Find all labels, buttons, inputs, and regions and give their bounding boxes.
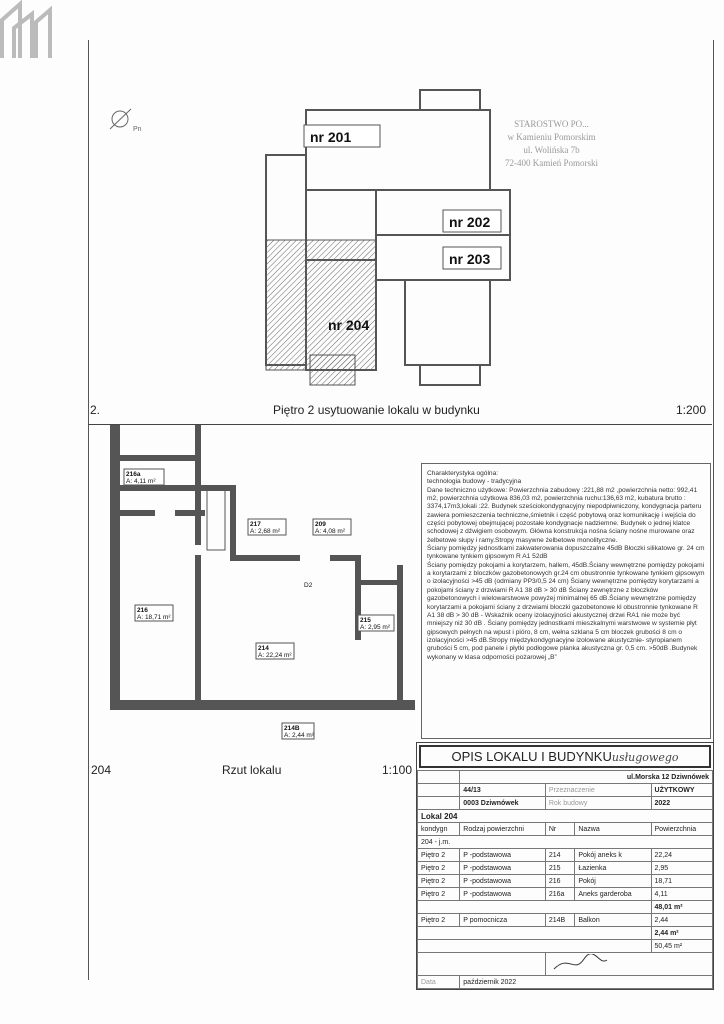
plot-number: 44/13 xyxy=(459,783,546,797)
date: październik 2022 xyxy=(459,975,713,989)
building-description: Charakterystyka ogólna: technologia budo… xyxy=(421,463,711,739)
unit-description-table: OPIS LOKALU I BUDYNKUusługowego ul.Morsk… xyxy=(416,742,714,990)
year-label: Rok budowy xyxy=(544,796,652,810)
address: ul.Morska 12 Dziwnówek xyxy=(459,770,713,784)
svg-text:A: 22,24 m²: A: 22,24 m² xyxy=(258,652,292,659)
svg-text:A: 2,68 m²: A: 2,68 m² xyxy=(250,528,281,535)
purpose-label: Przeznaczenie xyxy=(544,783,652,797)
col-header: Powierzchnia xyxy=(650,822,714,836)
subtotal: 48,01 m² xyxy=(650,900,714,914)
subtotal: 2,44 m² xyxy=(650,926,714,940)
plan-caption: Rzut lokalu xyxy=(222,763,282,777)
plan-scale: 1:200 xyxy=(676,403,707,417)
stamp-line: STAROSTWO PO... xyxy=(514,119,589,129)
sheet-frame xyxy=(88,40,714,980)
svg-text:216a: 216a xyxy=(126,471,141,478)
total: 50,45 m² xyxy=(650,939,714,953)
plan-number: 2. xyxy=(90,403,101,417)
compass-icon: Pn xyxy=(109,108,142,133)
signature xyxy=(544,952,714,976)
plan-caption: Piętro 2 usytuowanie lokalu w budynku xyxy=(273,403,480,417)
desc-line: Dane techniczno użytkowe: Powierzchnia z… xyxy=(427,486,702,544)
unit-name: Lokal 204 xyxy=(417,809,713,823)
plan-number: 204 xyxy=(91,763,112,777)
svg-text:A: 2,95 m²: A: 2,95 m² xyxy=(360,624,391,631)
group-label: 204 - j.m. xyxy=(417,835,713,849)
desc-line: Ściany pomiędzy jednostkami zakwaterowan… xyxy=(427,545,705,561)
building-floor-plan: nr 201 nr 202 nr 203 nr 204 xyxy=(265,89,511,386)
table-title: OPIS LOKALU I BUDYNKU xyxy=(451,749,612,764)
svg-text:A: 4,08 m²: A: 4,08 m² xyxy=(315,528,346,535)
stamp-line: ul. Wolińska 7b xyxy=(523,145,580,155)
year: 2022 xyxy=(650,796,714,810)
svg-text:Pn: Pn xyxy=(133,126,142,133)
svg-text:216: 216 xyxy=(137,607,148,614)
svg-text:217: 217 xyxy=(250,521,261,528)
precinct: 0003 Dziwnówek xyxy=(459,796,546,810)
col-header: Nazwa xyxy=(574,822,652,836)
col-header: Rodzaj powierzchni xyxy=(459,822,546,836)
svg-text:A: 2,44 m²: A: 2,44 m² xyxy=(284,732,315,739)
svg-text:209: 209 xyxy=(315,521,326,528)
office-stamp: STAROSTWO PO... w Kamieniu Pomorskim ul. W… xyxy=(505,118,598,170)
col-header: kondygn xyxy=(416,822,461,836)
desc-line: Ściany pomiędzy pokojami a korytarzem, h… xyxy=(427,561,705,661)
purpose: UŻYTKOWY xyxy=(650,783,714,797)
desc-line: Charakterystyka ogólna: xyxy=(427,470,499,477)
handwritten-note: usługowego xyxy=(611,751,679,764)
svg-text:D2: D2 xyxy=(304,582,313,589)
svg-text:214: 214 xyxy=(258,645,269,652)
desc-line: technologia budowy - tradycyjna xyxy=(427,478,522,486)
stamp-line: 72-400 Kamień Pomorski xyxy=(505,158,598,168)
plan-scale: 1:100 xyxy=(382,763,413,777)
svg-text:214B: 214B xyxy=(284,725,300,732)
unit-label: nr 203 xyxy=(449,251,490,267)
divider xyxy=(88,424,712,425)
unit-label: nr 201 xyxy=(310,129,351,145)
svg-text:215: 215 xyxy=(360,617,371,624)
watermark-logo-icon xyxy=(0,0,52,58)
date-label: Data xyxy=(416,975,461,989)
unit-label: nr 204 xyxy=(328,317,369,333)
svg-text:A: 18,71 m²: A: 18,71 m² xyxy=(137,614,171,621)
svg-text:A: 4,11 m²: A: 4,11 m² xyxy=(126,478,156,485)
stamp-line: w Kamieniu Pomorskim xyxy=(507,132,596,142)
unit-label: nr 202 xyxy=(449,214,490,230)
col-header: Nr xyxy=(544,822,576,836)
